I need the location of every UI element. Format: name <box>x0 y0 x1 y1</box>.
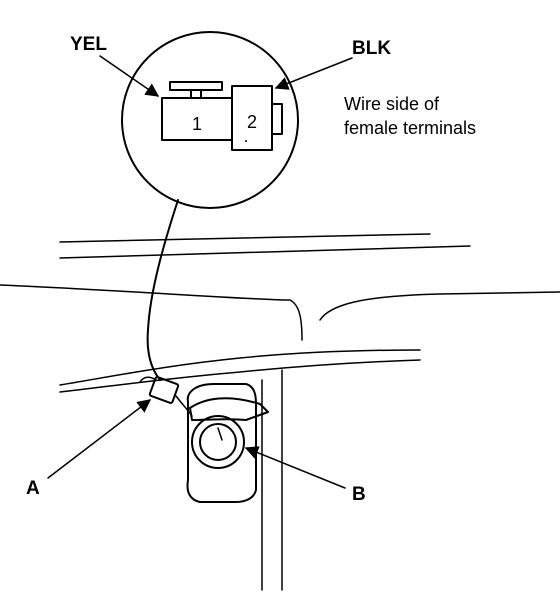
note-line-2: female terminals <box>344 118 476 138</box>
accessory-socket-b <box>186 383 269 503</box>
yel-leader <box>99 55 160 97</box>
pin-dot <box>245 140 247 142</box>
socket-bezel <box>186 383 257 503</box>
yel-callout: YEL <box>70 34 107 55</box>
b-leader <box>244 446 346 489</box>
panel-contour-right <box>319 291 560 321</box>
panel-top-edge <box>59 233 431 243</box>
socket-inner-ring <box>199 423 237 461</box>
harness-wire <box>146 199 179 381</box>
terminal-1-label: 1 <box>192 114 202 134</box>
connector-face: 1 2 <box>161 81 283 151</box>
panel-top-edge-2 <box>59 245 471 259</box>
blk-callout: BLK <box>352 38 391 59</box>
panel-contour <box>0 284 303 341</box>
socket-outer-ring <box>191 415 245 469</box>
note-line-1: Wire side of <box>344 94 440 114</box>
side-latch <box>271 103 283 135</box>
panel-ledge <box>59 349 421 386</box>
socket-contact <box>217 427 223 441</box>
a-leader <box>47 399 152 479</box>
magnified-view: 1 2 <box>121 31 299 209</box>
magnifier-circle <box>121 31 299 209</box>
locking-tab-stem <box>190 89 202 99</box>
connector-a <box>139 376 193 417</box>
panel-ledge-lower <box>59 359 421 393</box>
b-callout: B <box>352 484 366 505</box>
locking-tab <box>169 81 223 91</box>
a-callout: A <box>26 478 40 499</box>
vehicle-panel <box>0 233 560 591</box>
blk-leader <box>274 57 353 90</box>
terminal-2-label: 2 <box>247 112 257 132</box>
